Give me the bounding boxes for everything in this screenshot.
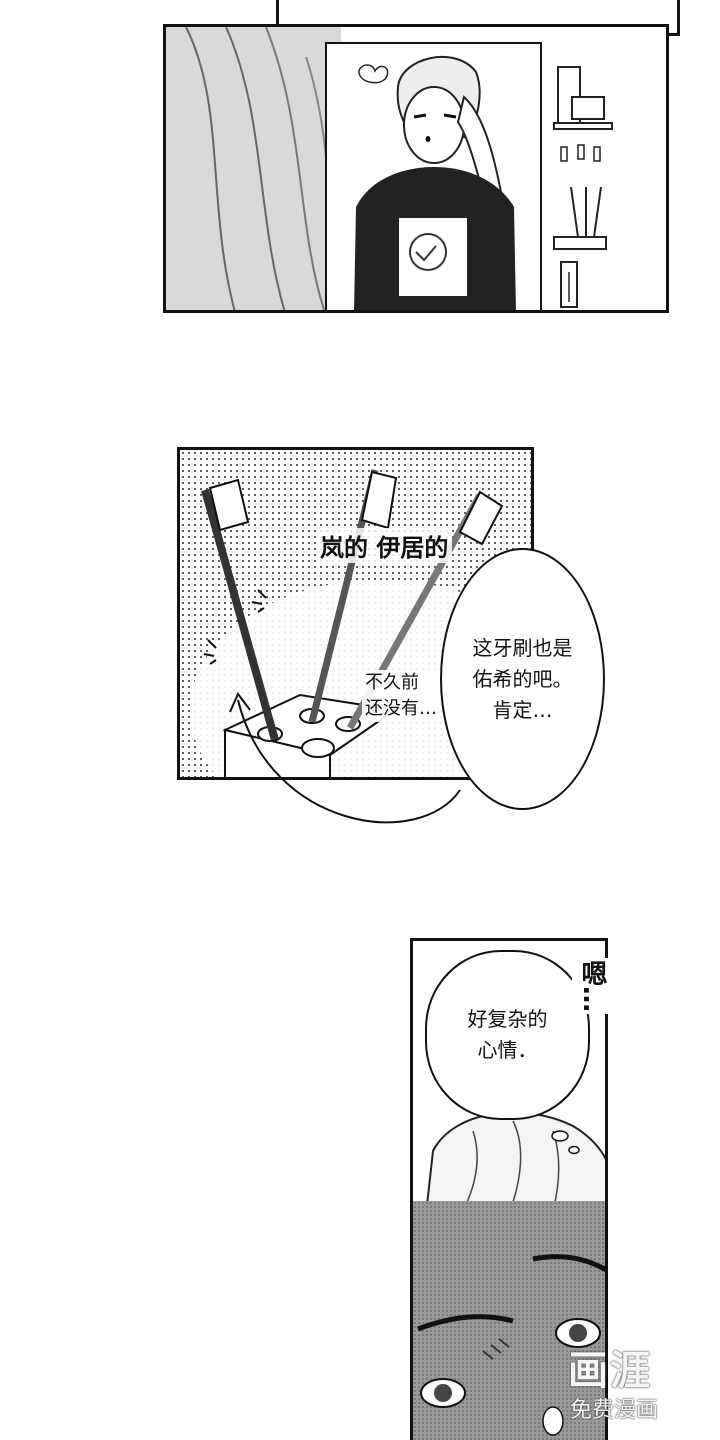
thought-bubble: 好复杂的 心情． (425, 950, 590, 1120)
speech-line-1: 这牙刷也是 (472, 635, 573, 660)
mirror-scene-art (166, 27, 613, 310)
side-note: 不久前 还没有… (362, 670, 440, 723)
watermark-logo: 画涯 (568, 1348, 652, 1394)
thought-bubble-text: 好复杂的 心情． (468, 1004, 548, 1066)
speech-bubble: 这牙刷也是 佑希的吧。 肯定… (440, 548, 605, 810)
watermark-tagline: 免费漫画 (570, 1398, 659, 1423)
sfx-hmm: 嗯… (572, 958, 613, 1014)
side-note-line-2: 还没有… (365, 698, 437, 720)
caption-owner: 岚的 伊居的 (316, 528, 453, 563)
speech-line-2: 佑希的吧。 (472, 666, 573, 691)
side-note-line-1: 不久前 (365, 672, 419, 693)
thought-line-1: 好复杂的 (467, 1007, 548, 1031)
speech-bubble-text: 这牙刷也是 佑希的吧。 肯定… (473, 633, 573, 726)
panel-mirror-scene (163, 24, 669, 313)
thought-line-2: 心情． (477, 1038, 538, 1062)
face-art (413, 1111, 605, 1440)
speech-line-3: 肯定… (492, 697, 553, 722)
